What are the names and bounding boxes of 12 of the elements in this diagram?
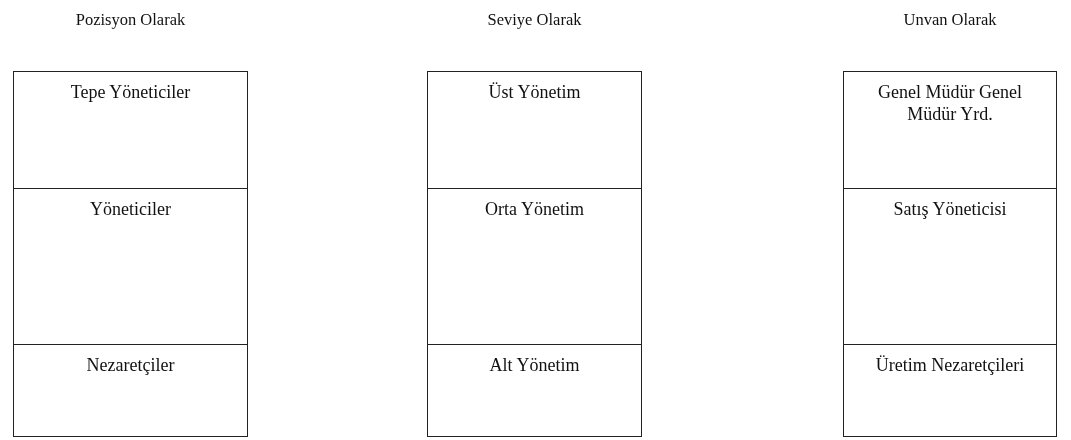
column-heading: Seviye Olarak	[487, 10, 582, 30]
level-label: Nezaretçiler	[85, 355, 176, 377]
level-label: Genel Müdür Genel Müdür Yrd.	[877, 82, 1023, 126]
level-label: Tepe Yöneticiler	[69, 82, 192, 104]
level-label: Orta Yönetim	[484, 199, 585, 221]
level-label: Üretim Nezaretçileri	[874, 355, 1026, 377]
level-label: Üst Yönetim	[487, 82, 582, 104]
level-label: Alt Yönetim	[488, 355, 581, 377]
level-label: Yöneticiler	[89, 199, 172, 221]
column-heading: Pozisyon Olarak	[75, 10, 186, 30]
column-heading: Unvan Olarak	[903, 10, 997, 30]
level-label: Satış Yöneticisi	[892, 199, 1008, 221]
